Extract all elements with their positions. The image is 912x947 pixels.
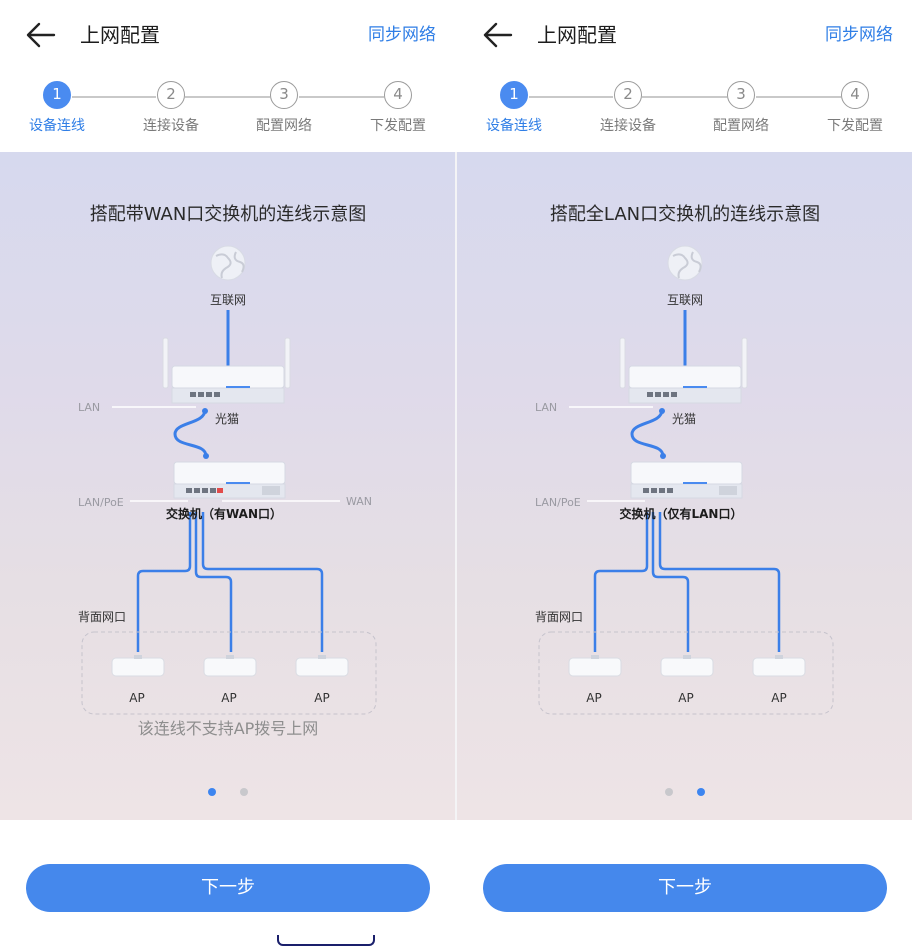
step-4-indicator[interactable]: 4: [841, 81, 869, 109]
internet-label: 互联网: [667, 293, 703, 307]
step-1-indicator[interactable]: 1: [500, 81, 528, 109]
router-icon: [162, 337, 291, 404]
step-3-indicator[interactable]: 3: [270, 81, 298, 109]
sync-network-button[interactable]: 同步网络: [368, 25, 436, 45]
page-dot-2[interactable]: [697, 788, 705, 796]
home-indicator[interactable]: [277, 935, 375, 946]
page-title: 上网配置: [537, 23, 617, 47]
step-connector: [185, 96, 270, 98]
lan-label: LAN: [535, 401, 557, 414]
internet-label: 互联网: [210, 293, 246, 307]
step-3-indicator[interactable]: 3: [727, 81, 755, 109]
step-4-indicator[interactable]: 4: [384, 81, 412, 109]
lan-poe-label: LAN/PoE: [535, 496, 581, 509]
card-title: 搭配全LAN口交换机的连线示意图: [549, 204, 821, 225]
panel-divider: [455, 152, 457, 820]
header: 上网配置 同步网络: [0, 0, 456, 70]
step-2-label[interactable]: 连接设备: [600, 118, 656, 134]
ap-label: AP: [771, 691, 786, 705]
sync-network-button[interactable]: 同步网络: [825, 25, 893, 45]
page-indicator: [457, 788, 912, 798]
wiring-diagram: 互联网 LAN 光猫 LAN/PoE WAN 交换机（有WAN口） 背面网口 A…: [78, 245, 377, 715]
wiring-diagram: 互联网 LAN 光猫 LAN/PoE 交换机（仅有LAN口） 背面网口 AP A…: [535, 245, 834, 715]
back-port-label: 背面网口: [535, 610, 583, 624]
diagram-card[interactable]: 搭配全LAN口交换机的连线示意图: [457, 152, 912, 820]
ap-icon: [752, 655, 806, 677]
back-port-label: 背面网口: [78, 610, 126, 624]
lan-label: LAN: [78, 401, 100, 414]
header: 上网配置 同步网络: [457, 0, 912, 70]
lan-poe-label: LAN/PoE: [78, 496, 124, 509]
page-dot-1[interactable]: [665, 788, 673, 796]
ap-icon: [111, 655, 165, 677]
back-arrow-icon[interactable]: [479, 18, 517, 52]
switch-label: 交换机（仅有LAN口）: [620, 506, 743, 521]
step-connector: [756, 96, 841, 98]
globe-icon: [210, 245, 246, 281]
card-title: 搭配带WAN口交换机的连线示意图: [89, 204, 367, 225]
screen-right: 上网配置 同步网络 1 2 3 4 设备连线 连接设备 配置网络 下发配置 搭配…: [457, 0, 912, 947]
next-step-button[interactable]: 下一步: [483, 864, 887, 912]
globe-icon: [667, 245, 703, 281]
modem-label: 光猫: [215, 412, 239, 426]
step-2-indicator[interactable]: 2: [614, 81, 642, 109]
ap-icon: [660, 655, 714, 677]
step-3-label[interactable]: 配置网络: [713, 118, 769, 134]
step-connector: [299, 96, 384, 98]
step-1-label[interactable]: 设备连线: [486, 118, 542, 134]
ap-label: AP: [221, 691, 236, 705]
switch-icon: [173, 461, 286, 499]
footer: 下一步: [457, 820, 912, 947]
step-connector: [529, 96, 613, 98]
ap-label: AP: [586, 691, 601, 705]
diagram-card[interactable]: 搭配带WAN口交换机的连线示意图: [0, 152, 456, 820]
ap-label: AP: [678, 691, 693, 705]
page-title: 上网配置: [80, 23, 160, 47]
page-indicator: [0, 788, 456, 798]
back-arrow-icon[interactable]: [22, 18, 60, 52]
step-connector: [72, 96, 156, 98]
step-1-label[interactable]: 设备连线: [29, 118, 85, 134]
ap-icon: [203, 655, 257, 677]
router-icon: [619, 337, 748, 404]
step-4-label[interactable]: 下发配置: [827, 118, 883, 134]
ap-icon: [568, 655, 622, 677]
step-4-label[interactable]: 下发配置: [370, 118, 426, 134]
screen-left: 上网配置 同步网络 1 2 3 4 设备连线 连接设备 配置网络 下发配置 搭配…: [0, 0, 456, 947]
notice-text: 该连线不支持AP拨号上网: [137, 719, 319, 738]
ap-label: AP: [129, 691, 144, 705]
switch-icon: [630, 461, 743, 499]
step-connector: [642, 96, 727, 98]
next-step-button[interactable]: 下一步: [26, 864, 430, 912]
step-2-label[interactable]: 连接设备: [143, 118, 199, 134]
wan-label: WAN: [346, 495, 372, 508]
ap-label: AP: [314, 691, 329, 705]
page-dot-2[interactable]: [240, 788, 248, 796]
step-3-label[interactable]: 配置网络: [256, 118, 312, 134]
page-dot-1[interactable]: [208, 788, 216, 796]
step-1-indicator[interactable]: 1: [43, 81, 71, 109]
ap-icon: [295, 655, 349, 677]
footer: 下一步: [0, 820, 456, 947]
switch-label: 交换机（有WAN口）: [166, 506, 282, 521]
modem-label: 光猫: [672, 412, 696, 426]
step-2-indicator[interactable]: 2: [157, 81, 185, 109]
